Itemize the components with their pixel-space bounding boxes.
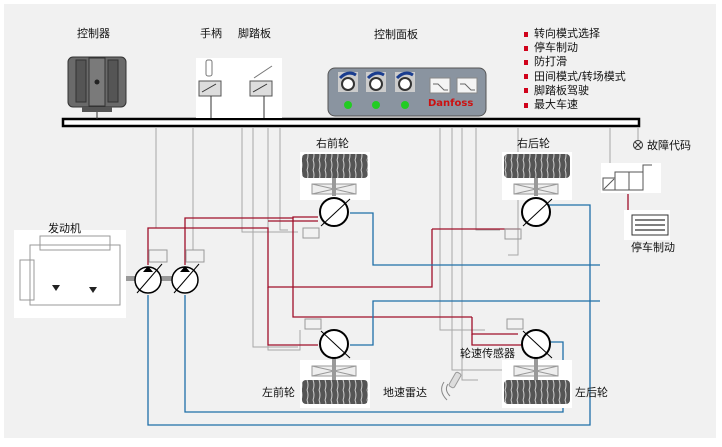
feature-item: 田间模式/转场模式 — [524, 70, 626, 84]
fault-code-label: 故障代码 — [647, 139, 691, 152]
control-panel-label: 控制面板 — [374, 28, 418, 41]
feature-item: 停车制动 — [524, 41, 626, 55]
bullet-icon — [524, 88, 528, 94]
rear-left-wheel-label: 左后轮 — [575, 386, 608, 399]
engine-shaft — [126, 276, 138, 281]
return-lines — [147, 204, 600, 426]
front-right-wheel-assembly[interactable] — [300, 152, 370, 239]
front-right-wheel-label: 右前轮 — [316, 137, 349, 150]
engine-unit[interactable] — [14, 230, 174, 318]
rear-left-wheel-assembly[interactable] — [502, 318, 572, 408]
tire — [302, 154, 368, 178]
front-left-wheel-label: 左前轮 — [262, 386, 295, 399]
bullet-icon — [524, 102, 528, 108]
panel-switch-1[interactable] — [429, 77, 451, 94]
panel-switch-2[interactable] — [456, 77, 478, 94]
bullet-icon — [524, 45, 528, 51]
fault-lamp-icon — [633, 140, 643, 150]
joystick-label: 手柄 — [200, 27, 222, 40]
feature-item: 最大车速 — [524, 98, 626, 112]
indicator-light-1 — [344, 101, 352, 109]
hydraulic-pump-1[interactable] — [134, 249, 168, 294]
feature-item: 转向模式选择 — [524, 27, 626, 41]
pedal-device[interactable] — [249, 65, 273, 118]
parking-brake-unit[interactable] — [624, 210, 670, 240]
ground-speed-radar-label: 地速雷达 — [383, 386, 427, 399]
brand-logo: Danfoss — [428, 98, 474, 109]
joystick-device[interactable] — [198, 59, 222, 118]
rear-right-wheel-label: 右后轮 — [517, 137, 550, 150]
wheel-speed-sensor-label: 轮速传感器 — [460, 347, 515, 360]
tire — [302, 380, 368, 404]
front-left-wheel-assembly[interactable] — [300, 318, 370, 408]
can-bus — [61, 117, 641, 128]
pedal-label: 脚踏板 — [238, 27, 271, 40]
feature-list: 转向模式选择 停车制动 防打滑 田间模式/转场模式 脚踏板驾驶 最大车速 — [524, 27, 626, 112]
bullet-icon — [524, 74, 528, 80]
engine-label: 发动机 — [48, 222, 81, 235]
indicator-light-3 — [401, 101, 409, 109]
parking-brake-valve[interactable] — [601, 163, 661, 193]
feature-item: 脚踏板驾驶 — [524, 84, 626, 98]
bullet-icon — [524, 59, 528, 65]
bullet-icon — [524, 31, 528, 37]
ground-speed-radar-icon[interactable] — [441, 371, 462, 401]
mode-knob-3[interactable] — [395, 71, 415, 109]
signal-lines — [150, 128, 639, 381]
tire — [504, 380, 570, 404]
controller-label: 控制器 — [77, 27, 110, 40]
tire — [504, 154, 570, 178]
parking-brake-label: 停车制动 — [631, 241, 675, 254]
controller-unit[interactable] — [67, 56, 127, 119]
mode-knob-1[interactable] — [338, 71, 358, 109]
feature-item: 防打滑 — [524, 55, 626, 69]
mode-knob-2[interactable] — [366, 71, 386, 109]
rear-right-wheel-assembly[interactable] — [502, 152, 572, 240]
control-panel[interactable] — [327, 67, 487, 117]
indicator-light-2 — [372, 101, 380, 109]
hydraulic-pump-2[interactable] — [171, 249, 205, 294]
